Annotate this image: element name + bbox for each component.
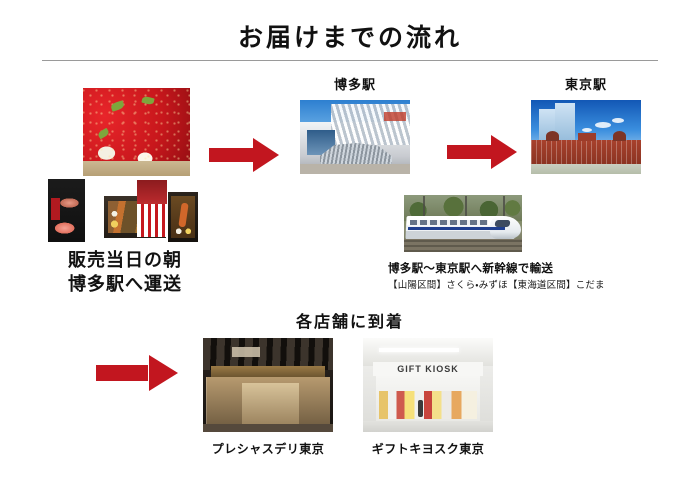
ceiling-light [378,348,460,353]
catenary-pole [465,196,468,219]
station-ground [300,164,410,174]
cloud-icon [594,122,611,129]
table-surface [83,161,190,176]
arrow-head [253,138,279,172]
station-plaza [531,164,641,174]
station-signboard [383,111,406,121]
shinkansen-photo [404,195,522,252]
hakata-station-photo [300,100,410,174]
store-floor [203,424,333,432]
cloud-icon [581,128,592,133]
bento-contents [171,196,195,238]
bento-box-small-photo [168,192,198,242]
strawberries-photo [83,88,190,176]
station-center-block [578,132,596,142]
title-divider [42,60,658,61]
cloud-icon [612,117,625,123]
store-caption-gift-kiosk: ギフトキヨスク東京 [371,442,485,456]
catenary-pole [503,196,506,219]
arrow-head [491,135,517,169]
hakata-station-label: 博多駅 [333,77,376,92]
building-windows [531,139,641,166]
transport-caption: 博多駅〜東京駅へ新幹線で輸送 [388,263,554,275]
train-blue-stripe [407,226,505,231]
package-stripes [137,203,167,237]
store-logo [231,347,261,357]
store-floor [363,420,493,432]
arrow-hakata-to-tokyo-icon [447,135,517,169]
arrival-heading: 各店舗に到着 [295,314,404,331]
store-sign-text: GIFT KIOSK [397,364,459,375]
store-signboard: GIFT KIOSK [373,362,483,376]
package-red-label [51,198,60,220]
arrow-shaft [209,147,254,163]
red-white-package-photo [137,180,167,237]
arrow-to-stores-icon [96,355,178,391]
arrow-shaft [447,144,492,160]
catenary-pole [422,196,425,219]
arrow-products-to-hakata-icon [209,138,279,172]
step1-caption-line2: 博多駅へ運送 [68,274,182,295]
precious-deli-tokyo-photo [203,338,333,432]
shopper-figure [417,399,423,417]
railway-tracks [404,239,522,252]
tokyo-station-brick-building [531,139,641,166]
sausage-item [178,202,189,228]
train-windows [409,220,488,225]
transport-detail: 【山陽区間】さくら・みずほ【東海道区間】こだま [388,281,605,291]
arrow-shaft [96,365,149,381]
step1-caption-line1: 販売当日の朝 [68,250,182,270]
page-title: お届けまでの流れ [237,25,462,52]
store-product-shelves [378,390,478,419]
tokyo-station-photo [531,100,641,174]
store-ceiling [203,338,333,370]
skyscraper [555,102,576,146]
station-dome-left [546,131,560,142]
gift-kiosk-tokyo-photo: GIFT KIOSK [363,338,493,432]
dark-package-photo [48,179,85,242]
store-interior [242,383,300,425]
station-facade-fins [330,104,410,146]
train-cab-window [494,219,511,227]
station-dome-right [612,131,626,142]
tokyo-station-label: 東京駅 [564,77,607,92]
step1-caption: 販売当日の朝 博多駅へ運送 [68,248,278,297]
store-ceiling [363,338,493,367]
store-caption-precious-deli: プレシャスデリ東京 [211,442,325,456]
store-signboard [210,366,326,377]
arrow-head [149,355,178,391]
